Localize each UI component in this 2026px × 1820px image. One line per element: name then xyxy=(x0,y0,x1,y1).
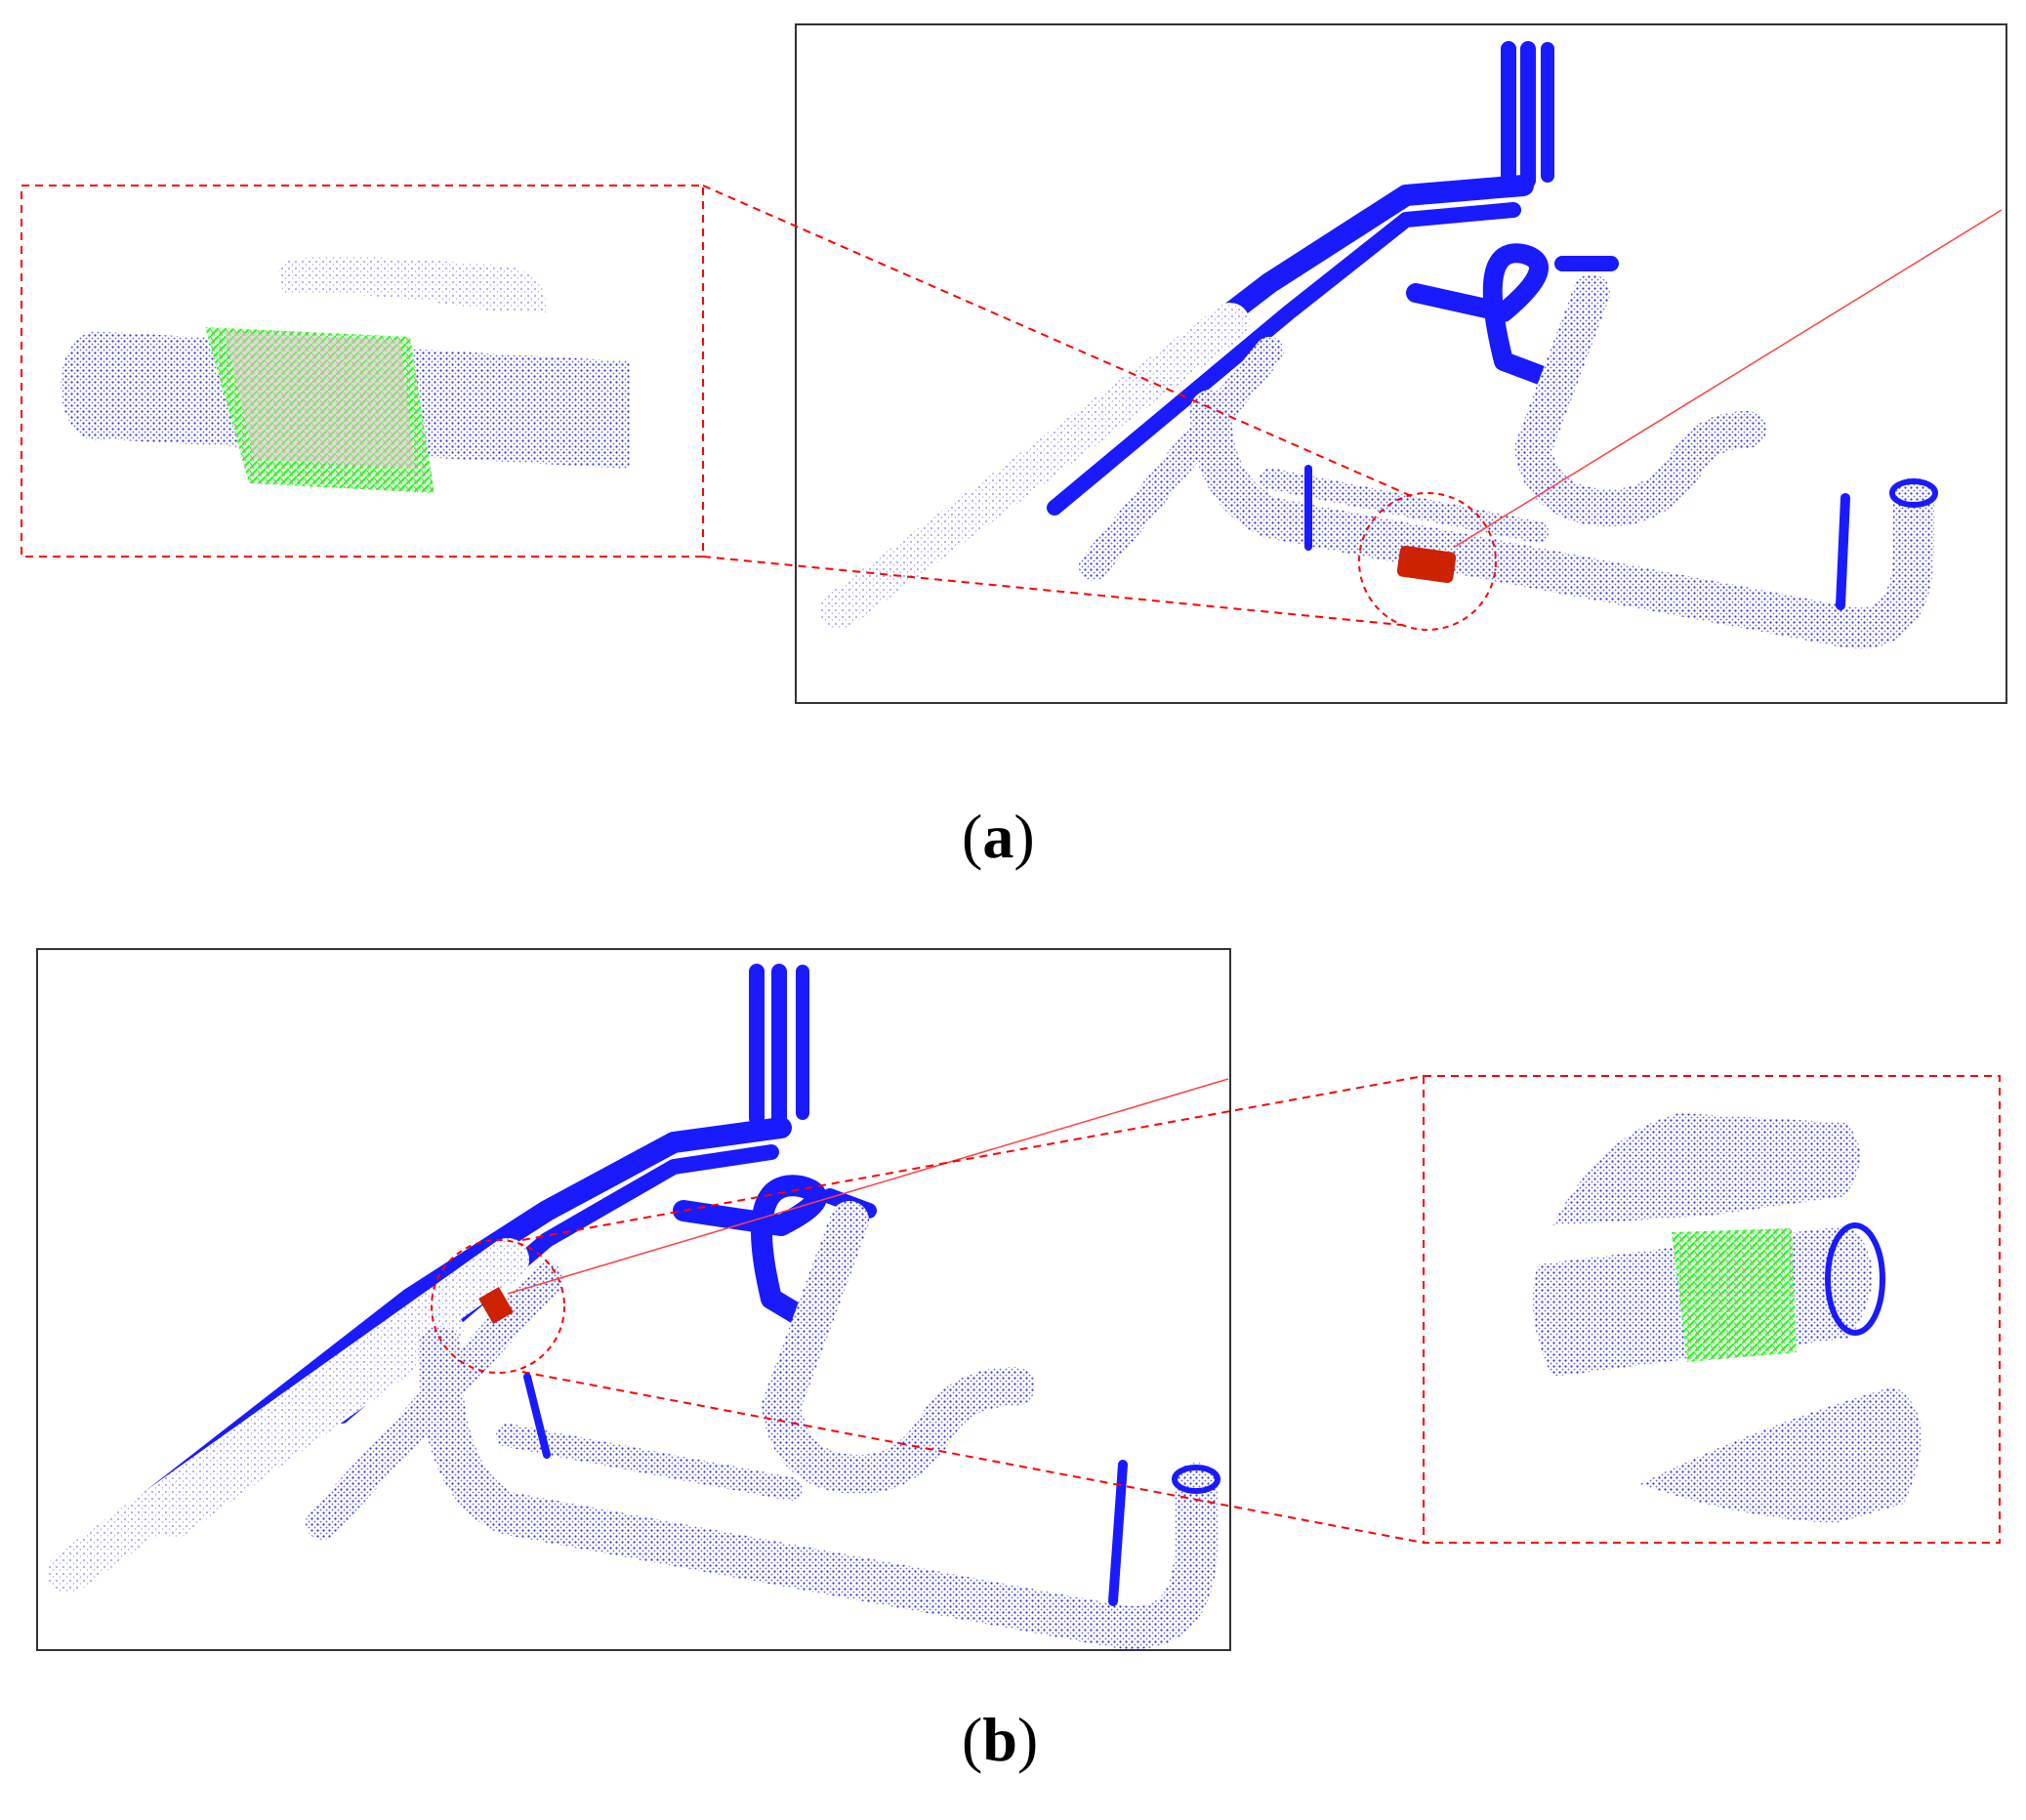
callout-circle xyxy=(1358,492,1497,631)
caption-b: (b) xyxy=(962,1705,1039,1774)
highlighted-segment xyxy=(1396,545,1457,584)
callout-line xyxy=(507,1078,1229,1295)
panel-a-frame xyxy=(795,23,2007,704)
callout-connector-top xyxy=(521,1075,1425,1241)
highlighted-segment xyxy=(478,1287,514,1324)
point-cloud-pipe-segment-with-normals-icon xyxy=(61,255,630,493)
point-cloud-pipe-network-icon xyxy=(47,964,1220,1649)
callout-connector-top xyxy=(702,185,1417,499)
callout-line xyxy=(1454,209,2003,548)
panel-b xyxy=(36,948,2001,1651)
callout-connector-bottom xyxy=(702,556,1402,626)
point-cloud-pipe-network-icon xyxy=(820,41,1938,649)
point-cloud-pipe-junction-with-normals-icon xyxy=(1533,1113,1922,1523)
callout-connector-bottom xyxy=(521,1371,1425,1544)
panel-a xyxy=(21,23,2007,704)
callout-circle xyxy=(431,1239,565,1374)
caption-a: (a) xyxy=(962,802,1035,871)
